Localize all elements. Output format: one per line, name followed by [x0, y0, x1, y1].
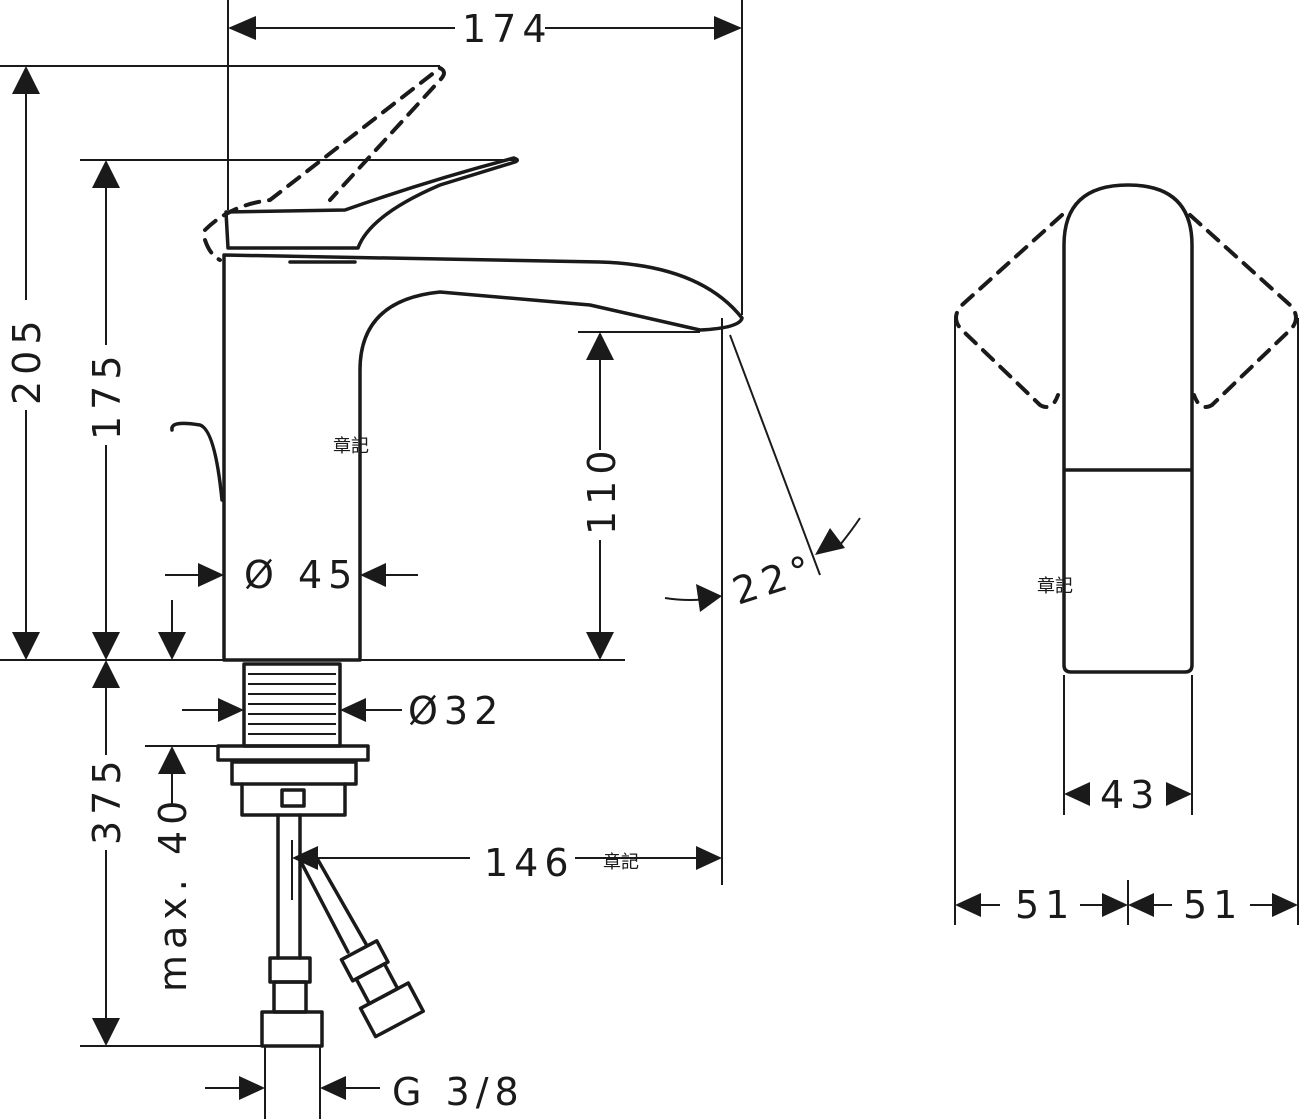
dimension-lines — [0, 0, 861, 1119]
dim-height-lever-up: 205 — [5, 314, 49, 405]
dim-spout-height: 110 — [580, 444, 624, 535]
dim-swing-left: 51 — [1015, 883, 1075, 927]
dim-lever-angle: 22° — [727, 545, 822, 613]
dim-below-deck: 375 — [85, 754, 129, 845]
dim-spout-reach: 146 — [484, 841, 575, 885]
dim-shank-diameter: Ø32 — [408, 689, 504, 733]
dim-handle-width: 43 — [1100, 773, 1160, 817]
dim-height-body: 175 — [85, 349, 129, 440]
dim-swing-right: 51 — [1183, 883, 1243, 927]
watermark: 章記 — [1037, 576, 1073, 597]
dim-width-total: 174 — [462, 7, 553, 51]
dim-max-thickness: max. 40 — [151, 795, 195, 992]
watermark: 章記 — [333, 436, 369, 457]
watermark: 章記 — [603, 852, 639, 873]
dim-connection: G 3/8 — [392, 1070, 525, 1114]
faucet-front-view — [954, 183, 1299, 925]
faucet-side-view — [170, 65, 744, 1048]
dim-body-diameter: Ø 45 — [244, 553, 358, 597]
